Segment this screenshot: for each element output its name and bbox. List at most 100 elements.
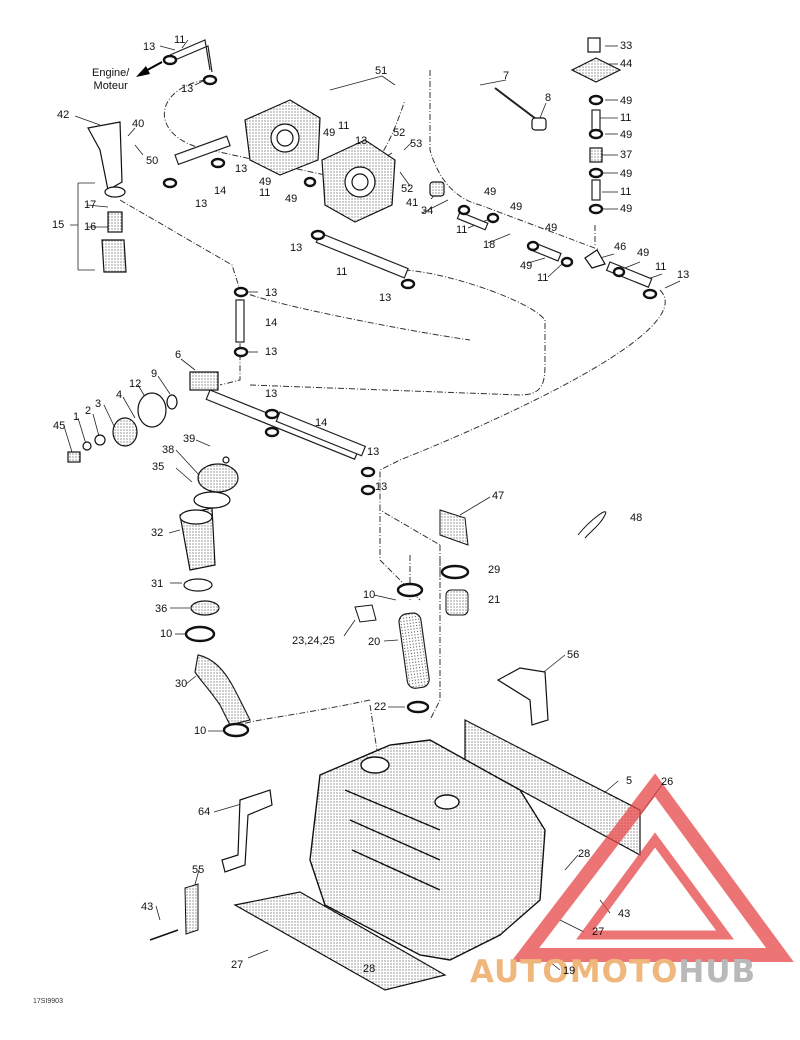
callout: 3 xyxy=(95,398,102,410)
callout: 52 xyxy=(393,127,406,139)
callout: 27 xyxy=(592,926,605,938)
callout: 34 xyxy=(421,205,434,217)
engine-label: Engine/ Moteur xyxy=(92,67,129,93)
callout: 1 xyxy=(73,411,80,423)
callout: 49 xyxy=(285,193,298,205)
callout: 49 xyxy=(510,201,523,213)
document-code: 17SI9903 xyxy=(33,998,63,1005)
callout: 11 xyxy=(537,272,549,284)
watermark-auto: AUTO xyxy=(470,954,570,990)
callout: 11 xyxy=(655,261,667,273)
watermark-hub: HUB xyxy=(678,954,757,990)
callout: 13 xyxy=(143,41,156,53)
callout: 43 xyxy=(618,908,631,920)
callout: 13 xyxy=(355,135,368,147)
callout: 36 xyxy=(155,603,168,615)
filler-neck xyxy=(179,456,239,616)
callout: 11 xyxy=(338,120,350,132)
callout: 56 xyxy=(567,649,580,661)
callout: 49 xyxy=(620,95,633,107)
callout: 13 xyxy=(379,292,392,304)
callout: 11 xyxy=(620,112,632,124)
callout: 13 xyxy=(375,481,388,493)
callout: 6 xyxy=(175,349,182,361)
callout: 5 xyxy=(626,775,633,787)
callout: 20 xyxy=(368,636,381,648)
watermark-moto: MOTO xyxy=(569,954,679,990)
callout: 21 xyxy=(488,594,501,606)
callout: 13 xyxy=(290,242,303,254)
callout: 11 xyxy=(456,224,468,236)
callout: 13 xyxy=(235,163,248,175)
callout: 10 xyxy=(194,725,207,737)
callout: 31 xyxy=(151,578,164,590)
misc-clips xyxy=(354,509,607,623)
engine-label-en: Engine/ xyxy=(92,67,130,79)
carburetor-assembly xyxy=(244,99,396,223)
callout: 53 xyxy=(410,138,423,150)
callout: 12 xyxy=(129,378,142,390)
callout: 37 xyxy=(620,149,633,161)
callout: 49 xyxy=(620,168,633,180)
callout: 35 xyxy=(152,461,165,473)
callout: 13 xyxy=(677,269,690,281)
callout: 4 xyxy=(116,389,123,401)
callout: 16 xyxy=(84,221,97,233)
watermark-text: AUTOMOTOHUB xyxy=(470,954,756,990)
callout: 10 xyxy=(160,628,173,640)
callout: 49 xyxy=(323,127,336,139)
callout: 45 xyxy=(53,420,66,432)
filter-bracket xyxy=(87,121,127,273)
callout: 11 xyxy=(336,266,348,278)
callout: 14 xyxy=(315,417,328,429)
callout: 11 xyxy=(174,34,186,46)
bracket-55 xyxy=(149,883,199,941)
callout: 47 xyxy=(492,490,505,502)
callout: 14 xyxy=(265,317,278,329)
callout: 13 xyxy=(265,287,278,299)
callout: 17 xyxy=(84,199,97,211)
callout: 44 xyxy=(620,58,633,70)
callout: 55 xyxy=(192,864,205,876)
callout: 46 xyxy=(614,241,627,253)
callout: 52 xyxy=(401,183,414,195)
callout: 26 xyxy=(661,776,674,788)
pump-parts xyxy=(429,37,622,269)
callout: 43 xyxy=(141,901,154,913)
callout: 15 xyxy=(52,219,65,231)
callout: 13 xyxy=(265,388,278,400)
callout: 14 xyxy=(214,185,227,197)
callout: 13 xyxy=(195,198,208,210)
callout: 41 xyxy=(406,197,419,209)
callout: 49 xyxy=(620,203,633,215)
callout: 64 xyxy=(198,806,211,818)
callout: 13 xyxy=(265,346,278,358)
engine-label-fr: Moteur xyxy=(93,80,128,92)
callout: 2 xyxy=(85,405,92,417)
callout: 49 xyxy=(545,222,558,234)
callout: 48 xyxy=(630,512,643,524)
tank-strap xyxy=(496,667,549,726)
callout: 22 xyxy=(374,701,387,713)
callout: 49 xyxy=(484,186,497,198)
callout: 42 xyxy=(57,109,70,121)
callout: 51 xyxy=(375,65,388,77)
callout: 49 xyxy=(637,247,650,259)
callout: 27 xyxy=(231,959,244,971)
engine-arrow xyxy=(136,61,163,77)
callout: 23,24,25 xyxy=(292,635,335,647)
callout: 40 xyxy=(132,118,145,130)
callout: 49 xyxy=(520,260,533,272)
callout: 10 xyxy=(363,589,376,601)
callout: 38 xyxy=(162,444,175,456)
watermark-logo xyxy=(510,773,794,962)
callout: 29 xyxy=(488,564,501,576)
callout: 30 xyxy=(175,678,188,690)
leader-lines xyxy=(63,39,681,971)
callout: 13 xyxy=(367,446,380,458)
callout: 13 xyxy=(181,83,194,95)
callout: 32 xyxy=(151,527,164,539)
callout: 9 xyxy=(151,368,158,380)
